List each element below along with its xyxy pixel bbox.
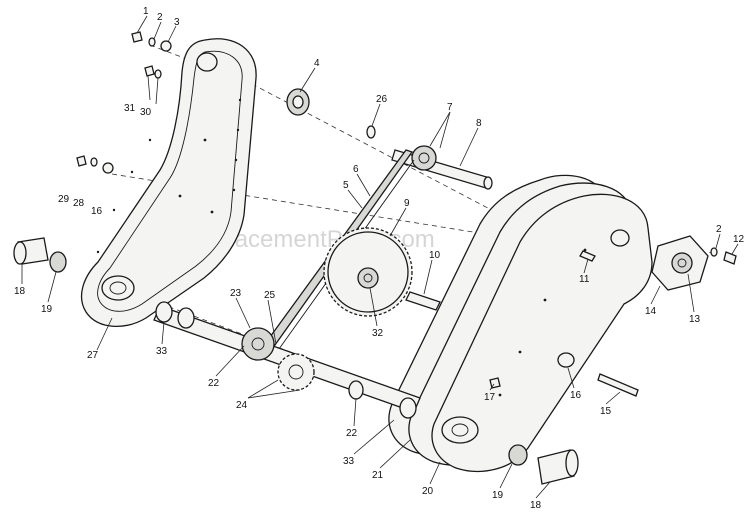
callout-10: 10 (429, 250, 441, 261)
callout-4: 4 (314, 58, 320, 69)
callout-13: 13 (689, 314, 701, 325)
callout-3: 3 (174, 17, 180, 28)
right-collar-part-18 (508, 444, 579, 485)
callout-20: 20 (422, 486, 434, 497)
callout-31: 31 (124, 103, 136, 114)
callout-labels: 1 2 3 4 31 30 26 7 8 6 5 29 28 16 9 10 2… (14, 6, 745, 511)
upper-shaft-part-8 (391, 145, 493, 190)
callout-19b: 19 (492, 490, 504, 501)
callout-28: 28 (73, 198, 85, 209)
callout-33a: 33 (156, 346, 168, 357)
callout-7: 7 (447, 102, 453, 113)
callout-16a: 16 (91, 206, 103, 217)
callout-8: 8 (476, 118, 482, 129)
callout-6: 6 (353, 164, 359, 175)
callout-5: 5 (343, 180, 349, 191)
callout-12: 12 (733, 234, 745, 245)
right-chain-case (388, 174, 653, 473)
callout-24: 24 (236, 400, 248, 411)
callout-11: 11 (579, 274, 590, 285)
hardware-fasteners (76, 31, 737, 397)
left-collar-part-18 (13, 237, 67, 273)
callout-17: 17 (484, 392, 496, 403)
left-chain-case (81, 38, 257, 328)
callout-27: 27 (87, 350, 99, 361)
callout-23: 23 (230, 288, 242, 299)
callout-2b: 2 (716, 224, 722, 235)
large-sprocket-part-9 (323, 227, 413, 317)
callout-1: 1 (143, 6, 149, 17)
pin-part-10 (405, 291, 441, 311)
callout-22a: 22 (208, 378, 220, 389)
ring-part-26 (366, 125, 376, 139)
callout-18a: 18 (14, 286, 26, 297)
callout-9: 9 (404, 198, 410, 209)
callout-18b: 18 (530, 500, 542, 511)
callout-14: 14 (645, 306, 657, 317)
callout-2: 2 (157, 12, 163, 23)
callout-21: 21 (372, 470, 384, 481)
bearing-part-4 (286, 88, 310, 116)
callout-16b: 16 (570, 390, 582, 401)
callout-30: 30 (140, 107, 152, 118)
callout-19a: 19 (41, 304, 53, 315)
callout-29: 29 (58, 194, 70, 205)
callout-25: 25 (264, 290, 276, 301)
leader-lines (21, 15, 739, 499)
callout-15: 15 (600, 406, 612, 417)
callout-32: 32 (372, 328, 384, 339)
flange-bearing-part-13 (651, 235, 709, 291)
callout-33b: 33 (343, 456, 355, 467)
callout-26: 26 (376, 94, 388, 105)
callout-22b: 22 (346, 428, 358, 439)
